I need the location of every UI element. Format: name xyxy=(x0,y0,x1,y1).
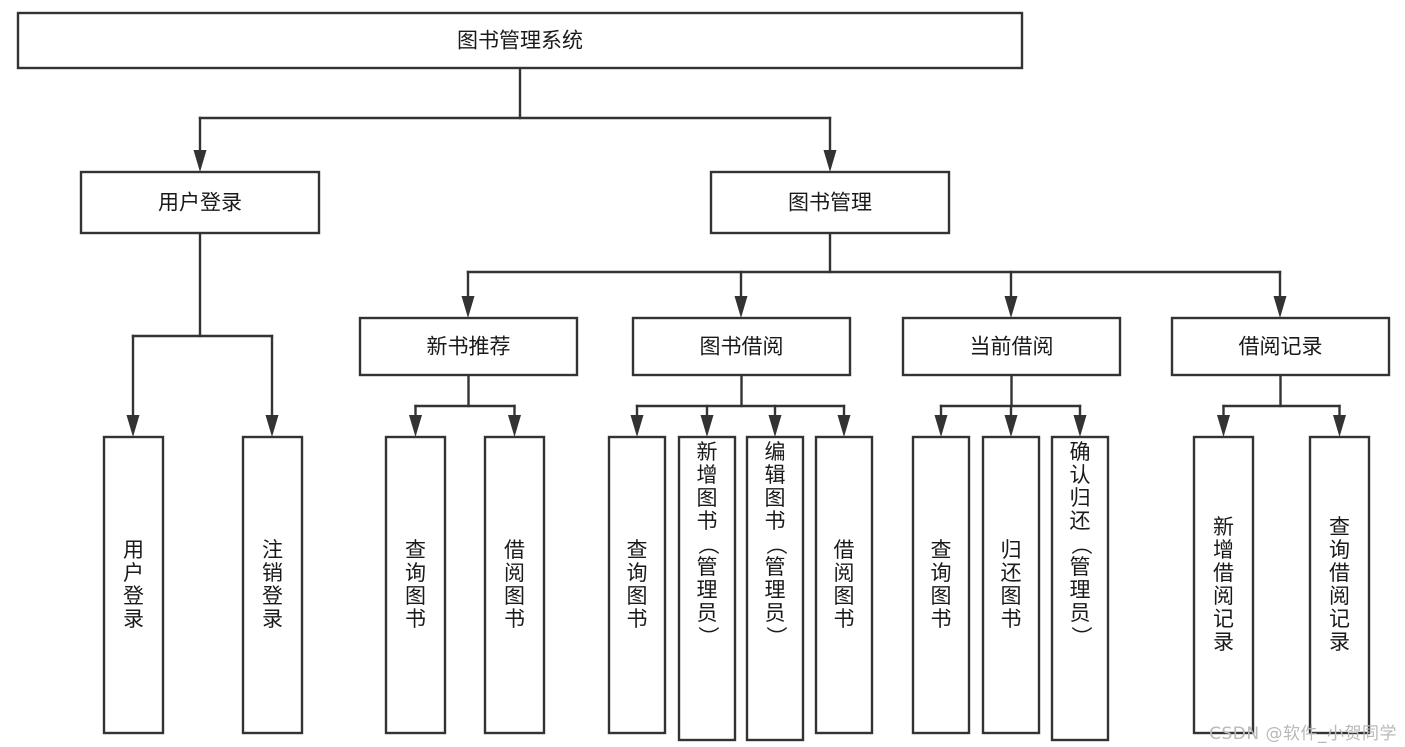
boxes-layer xyxy=(16,11,1391,742)
node-box-borrow-book-2 xyxy=(814,435,874,735)
arrow-head-icon xyxy=(265,415,279,437)
arrow-head-icon xyxy=(1333,415,1346,437)
node-label-new-book-recommend: 新书推荐 xyxy=(427,335,511,359)
node-box-borrow-record xyxy=(1170,316,1391,377)
node-box-add-book-admin xyxy=(677,435,737,742)
arrow-head-icon xyxy=(1273,296,1287,318)
node-box-user-login-do xyxy=(102,435,165,735)
node-label-book-borrow: 图书借阅 xyxy=(700,335,784,359)
arrow-head-icon xyxy=(734,296,748,318)
arrow-head-icon xyxy=(409,415,422,437)
arrow-head-icon xyxy=(1004,415,1018,437)
node-label-current-borrow: 当前借阅 xyxy=(970,335,1054,359)
node-label-book-manage: 图书管理 xyxy=(788,191,872,215)
arrow-head-icon xyxy=(768,415,782,437)
arrow-head-icon xyxy=(1073,415,1087,437)
node-box-borrow-book-1 xyxy=(483,435,546,735)
arrow-head-icon xyxy=(1217,415,1230,437)
arrow-head-icon xyxy=(700,415,714,437)
arrow-head-icon xyxy=(461,296,475,318)
arrow-head-icon xyxy=(1004,296,1018,318)
node-box-root xyxy=(16,11,1024,70)
arrow-head-icon xyxy=(823,150,837,172)
arrow-head-icon xyxy=(630,415,644,437)
arrow-head-icon xyxy=(193,150,207,172)
node-label-borrow-record: 借阅记录 xyxy=(1239,335,1323,359)
arrow-head-icon xyxy=(126,415,140,437)
node-box-book-borrow xyxy=(631,316,852,377)
node-box-book-manage xyxy=(709,170,951,235)
node-box-current-borrow xyxy=(901,316,1122,377)
node-box-query-borrow-record xyxy=(1308,435,1371,735)
node-box-add-borrow-record xyxy=(1192,435,1255,735)
node-box-query-book-2 xyxy=(607,435,667,735)
arrow-head-icon xyxy=(508,415,521,437)
node-box-query-book-3 xyxy=(911,435,971,735)
node-box-user-logout xyxy=(241,435,304,735)
node-label-root: 图书管理系统 xyxy=(457,29,583,53)
node-box-return-book xyxy=(981,435,1041,735)
arrow-head-icon xyxy=(837,415,851,437)
node-box-query-book-1 xyxy=(384,435,447,735)
node-box-edit-book-admin xyxy=(745,435,805,742)
node-box-confirm-return-admin xyxy=(1050,435,1110,742)
arrow-head-icon xyxy=(934,415,948,437)
connectors-layer xyxy=(126,66,1346,437)
node-box-user-login xyxy=(79,170,321,235)
node-label-user-login: 用户登录 xyxy=(158,191,242,215)
node-box-new-book-recommend xyxy=(358,316,579,377)
csdn-watermark: CSDN @软件_小贺同学 xyxy=(1209,724,1397,744)
